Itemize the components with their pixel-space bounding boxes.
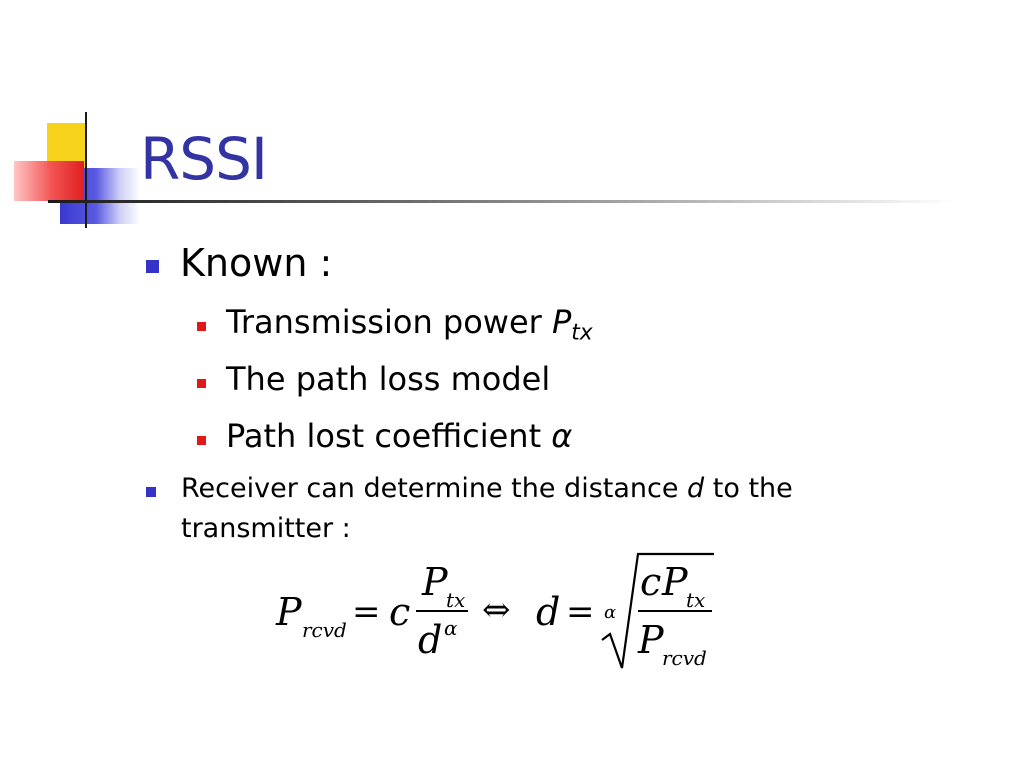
formula-rad-num-var: P xyxy=(662,560,688,604)
bullet-path-model: The path loss model xyxy=(226,360,551,398)
formula-eq1: = xyxy=(352,592,381,632)
decor-yellow-square xyxy=(47,123,87,168)
formula-c: c xyxy=(389,590,411,634)
slide-title: RSSI xyxy=(140,125,268,193)
bullet-receiver-line2: transmitter : xyxy=(181,513,351,544)
formula-rad-num-c: c xyxy=(640,560,662,604)
bullet-receiver-var: d xyxy=(687,473,705,504)
formula-num-sub: tx xyxy=(446,588,466,612)
formula-radicand-bar xyxy=(638,610,712,612)
formula-fraction-bar xyxy=(416,610,468,612)
formula-rad-den-var: P xyxy=(638,618,664,662)
formula-root-index: α xyxy=(604,602,617,623)
bullet-path-coef-text: Path lost coefficient xyxy=(226,417,552,455)
decor-vertical-line xyxy=(85,112,87,228)
bullet-marker-known xyxy=(146,260,159,273)
radical-sign-icon xyxy=(601,552,714,669)
bullet-marker-tx-power xyxy=(197,322,206,331)
bullet-known: Known : xyxy=(180,241,333,285)
formula-rad-den-sub: rcvd xyxy=(662,646,707,670)
bullet-marker-path-model xyxy=(197,379,206,388)
bullet-tx-power-text: Transmission power xyxy=(226,303,552,341)
bullet-receiver-line1: Receiver can determine the distance d to… xyxy=(181,471,793,507)
bullet-tx-power-sub: tx xyxy=(571,320,593,346)
formula-lhs-sub: rcvd xyxy=(302,618,347,642)
formula-num-var: P xyxy=(422,560,448,604)
bullet-receiver-post: to the xyxy=(704,473,793,504)
bullet-marker-receiver xyxy=(146,487,156,497)
bullet-path-coef-var: α xyxy=(551,417,573,455)
formula-d: d xyxy=(536,590,561,634)
bullet-path-coef: Path lost coefficient α xyxy=(226,416,572,456)
formula-lhs-var: P xyxy=(276,590,302,634)
bullet-tx-power: Transmission power Ptx xyxy=(226,302,593,354)
bullet-marker-path-coef xyxy=(197,436,206,445)
bullet-receiver-pre: Receiver can determine the distance xyxy=(181,473,688,504)
decor-red-square xyxy=(14,161,84,201)
formula-den-var: d xyxy=(418,618,443,662)
bullet-tx-power-var: P xyxy=(551,303,572,341)
formula-eq2: = xyxy=(566,592,595,632)
formula-rad-num-sub: tx xyxy=(686,588,706,612)
title-underline xyxy=(48,200,958,203)
formula-den-exp: α xyxy=(444,616,458,640)
formula-iff: ⇔ xyxy=(482,590,511,630)
